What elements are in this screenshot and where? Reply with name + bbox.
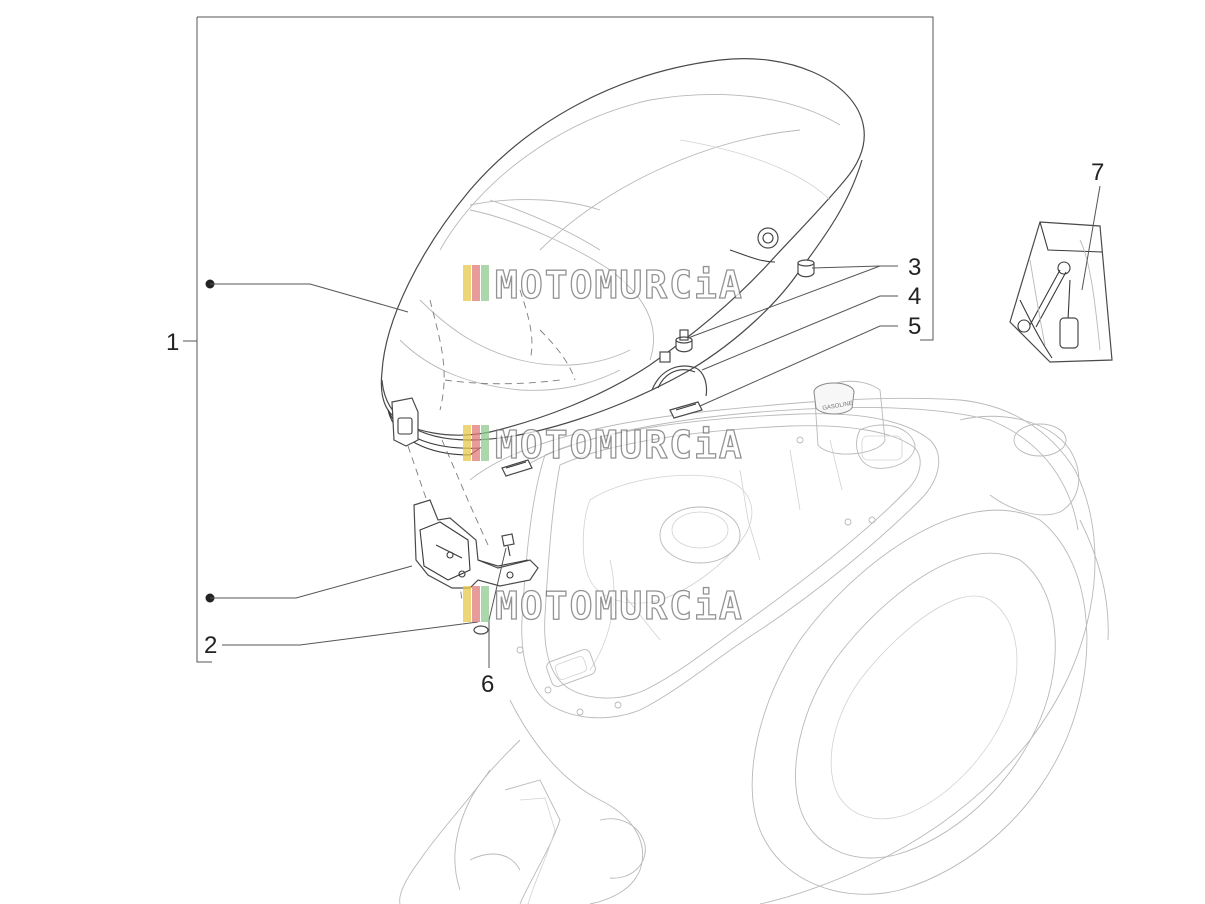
screw (501, 533, 515, 557)
callout-2: 2 (204, 632, 217, 659)
callout-1: 1 (166, 329, 179, 356)
rubber-buffer-lower (675, 329, 693, 353)
alignment-line-seat-hinge-2 (441, 439, 489, 546)
watermark-logo-green (481, 586, 489, 622)
watermark-logo-green (481, 265, 489, 301)
callout-numbers: 1 2 3 4 5 6 7 (166, 159, 1104, 698)
watermark-text: MOTOMURCiA (495, 423, 744, 467)
nut (473, 625, 489, 635)
seat (380, 58, 865, 456)
callout-4: 4 (908, 283, 921, 310)
watermark-logo-green (481, 425, 489, 461)
watermark-1: MOTOMURCiA (463, 262, 744, 308)
cable-strap (651, 351, 708, 397)
callout-6: 6 (481, 671, 494, 698)
rubber-buffer-upper (797, 259, 815, 278)
watermark-text: MOTOMURCiA (495, 263, 744, 307)
watermark-logo-yellow (463, 265, 471, 301)
assembly-bracket-1 (183, 16, 934, 663)
scooter-body (399, 380, 1109, 904)
callout-3: 3 (908, 254, 921, 281)
fuel-cap-label: GASOLINE (822, 401, 853, 412)
leader-lines (205, 185, 1101, 668)
watermark-text: MOTOMURCiA (495, 584, 744, 628)
watermark-logo-red (472, 425, 480, 461)
fuel-cap: GASOLINE (813, 382, 855, 415)
clip-seat-front (501, 459, 533, 477)
watermark-logo-yellow (463, 425, 471, 461)
tool-kit (1009, 221, 1113, 363)
watermark-2: MOTOMURCiA (463, 422, 744, 468)
clip (669, 401, 703, 419)
callout-5: 5 (908, 313, 921, 340)
callout-7: 7 (1091, 159, 1104, 186)
watermark-logo-red (472, 586, 480, 622)
seat-hinge (413, 499, 539, 589)
watermark-logo-red (472, 265, 480, 301)
watermark-logo-yellow (463, 586, 471, 622)
watermark-3: MOTOMURCiA (463, 583, 744, 629)
